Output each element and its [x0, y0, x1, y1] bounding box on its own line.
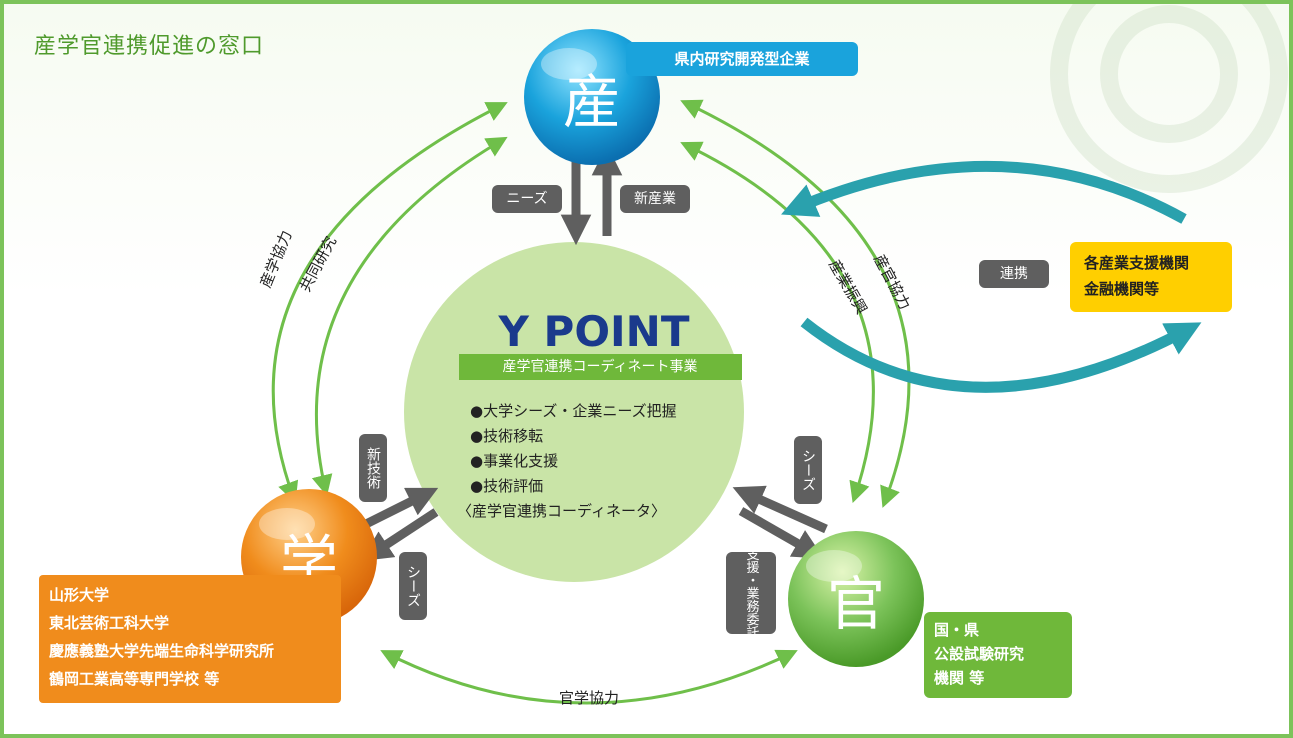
government-orb	[788, 531, 924, 667]
center-band-text: 産学官連携コーディネート事業	[502, 358, 697, 375]
rel-kyodo-kenkyu: 共同研究	[296, 233, 340, 294]
industry-label: 産	[563, 68, 621, 136]
support-box: 各産業支援機関 金融機関等	[1070, 242, 1232, 312]
center-item-2: ●技術移転	[470, 427, 543, 445]
academia-box-line-4: 鶴岡工業高等専門学校 等	[49, 670, 220, 688]
academia-box-line-1: 山形大学	[49, 586, 110, 604]
pill-new-industry	[620, 185, 690, 213]
teal-arrow-from-center	[800, 317, 1202, 393]
academia-box-line-2: 東北芸術工科大学	[49, 614, 170, 632]
support-box-line-2: 金融機関等	[1084, 280, 1160, 298]
arc-sangaku-inner	[311, 136, 508, 497]
arc-sankan-inner	[680, 141, 875, 503]
pill-new-tech-text: 新技術	[365, 447, 381, 490]
pill-seeds-gov-text: シーズ	[800, 449, 816, 491]
arc-kangaku	[380, 649, 798, 705]
pill-needs	[492, 185, 562, 213]
academia-box-line-3: 慶應義塾大学先端生命科学研究所	[49, 642, 275, 660]
academia-box: 山形大学 東北芸術工科大学 慶應義塾大学先端生命科学研究所 鶴岡工業高等専門学校…	[39, 575, 341, 703]
government-box: 国・県 公設試験研究 機関 等	[924, 612, 1072, 698]
rel-sankan-kyoryoku: 産官協力	[870, 251, 914, 312]
relationship-diagram: Y POINT 産学官連携コーディネート事業 ●大学シーズ・企業ニーズ把握 ●技…	[241, 29, 1202, 707]
government-box-line-3: 機関 等	[934, 669, 985, 687]
pill-seeds-academia-text: シーズ	[405, 565, 421, 607]
government-box-line-2: 公設試験研究	[934, 645, 1025, 663]
pill-support-commission	[726, 552, 776, 634]
academia-orb-shine	[259, 508, 315, 540]
pill-new-tech	[359, 434, 387, 502]
pill-new-industry-text: 新産業	[634, 191, 676, 207]
pill-renkei	[979, 260, 1049, 288]
government-label: 官	[827, 570, 885, 638]
pill-seeds-gov	[794, 436, 822, 504]
page-title: 産学官連携促進の窓口	[34, 34, 265, 59]
rel-sangaku-kyoryoku: 産学協力	[256, 228, 295, 290]
pill-renkei-text: 連携	[1000, 266, 1028, 282]
pill-support-commission-text: 支援・業務委託	[744, 548, 760, 639]
center-item-1: ●大学シーズ・企業ニーズ把握	[470, 402, 677, 420]
government-orb-shine	[806, 550, 862, 582]
rel-sangyo-shinko: 産業振興	[825, 257, 871, 318]
industry-orb-shine	[541, 48, 597, 80]
support-box-line-1: 各産業支援機関	[1084, 254, 1190, 272]
pill-seeds-academia	[399, 552, 427, 620]
arrow-gov-out	[738, 507, 824, 559]
rel-kangaku-kyoryoku: 官学協力	[559, 689, 619, 707]
pill-needs-text: ニーズ	[506, 191, 547, 207]
gear-decoration	[1050, 4, 1288, 193]
arrow-gov-in	[732, 485, 828, 534]
center-item-4: ●技術評価	[470, 477, 543, 495]
government-box-line-1: 国・県	[934, 621, 980, 639]
center-title: Y POINT	[498, 307, 690, 356]
industry-box: 県内研究開発型企業	[626, 42, 858, 76]
center-item-5: 〈産学官連携コーディネータ〉	[457, 502, 666, 520]
center-item-3: ●事業化支援	[470, 452, 558, 470]
teal-arrow-to-industry	[781, 160, 1187, 224]
arrow-academia-in	[361, 508, 439, 562]
